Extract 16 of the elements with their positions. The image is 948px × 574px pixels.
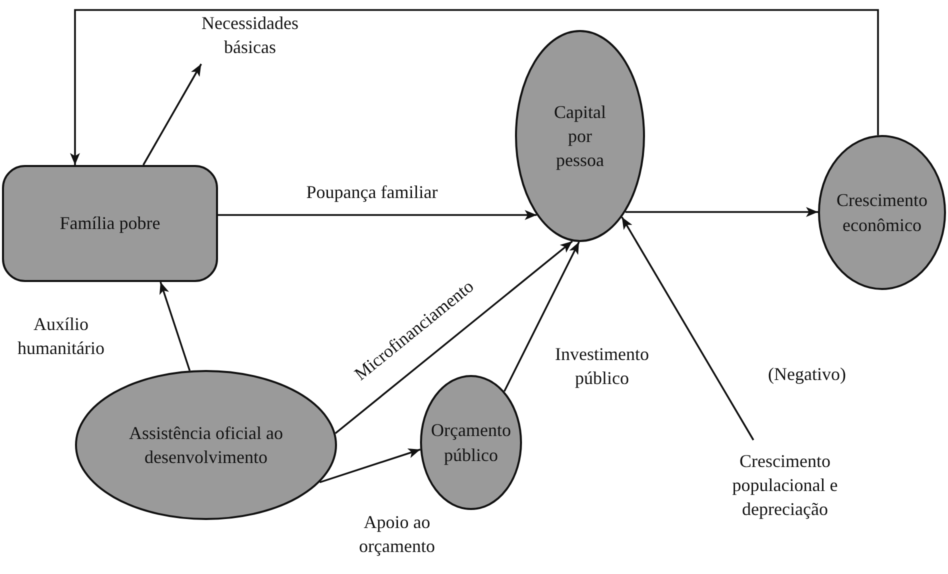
arrow (334, 240, 573, 434)
arrow (319, 448, 421, 484)
node-label: Crescimento econômico (836, 189, 928, 236)
node-text: Crescimento populacional e depreciação (715, 440, 855, 530)
node-label: Capital por pessoa (553, 100, 607, 172)
arrow (70, 9, 879, 165)
node-label: Assistência oficial ao desenvolvimento (128, 422, 284, 469)
arrow (621, 216, 754, 440)
arrow (504, 242, 580, 392)
arrow (142, 64, 202, 166)
arrow (218, 210, 537, 220)
arrow (160, 282, 191, 371)
node-text: Necessidades básicas (190, 6, 310, 64)
node-label: Orçamento público (430, 419, 512, 467)
arrow (625, 207, 818, 217)
node-label: Família pobre (58, 212, 162, 236)
